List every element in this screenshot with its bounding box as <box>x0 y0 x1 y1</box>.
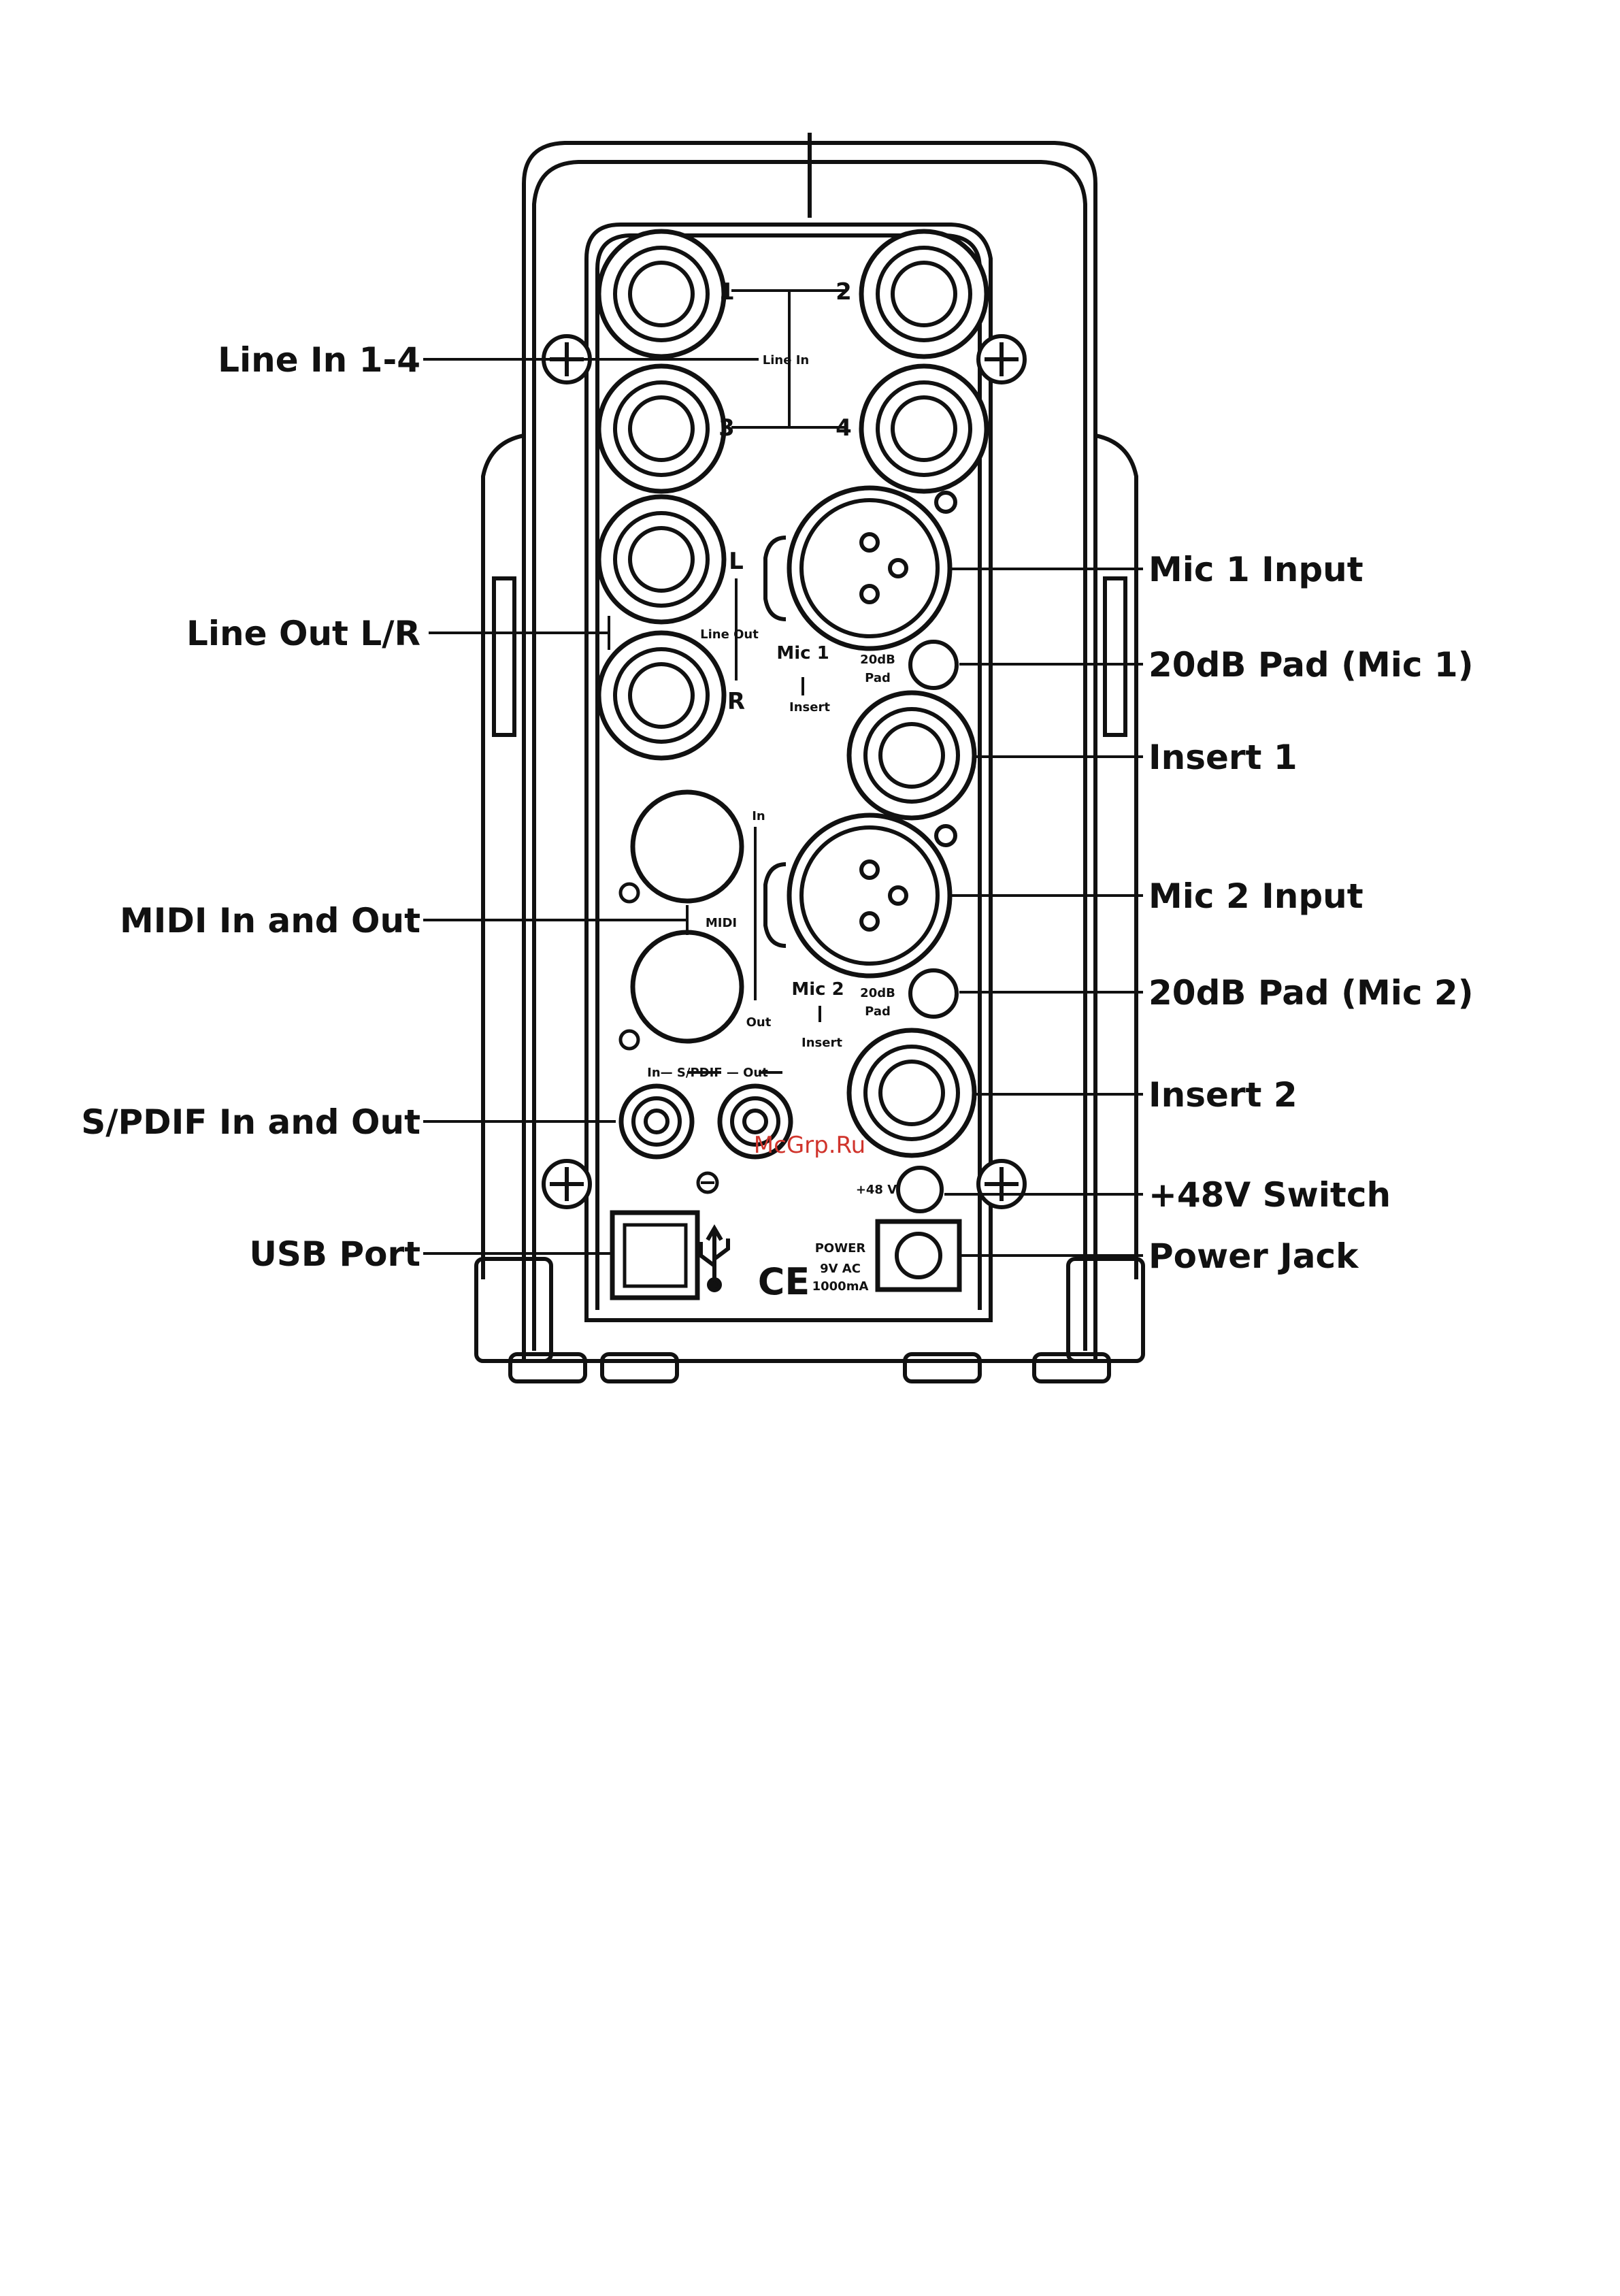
line-out-left-label: L <box>729 548 744 575</box>
callouts-right: Mic 1 Input 20dB Pad (Mic 1) Insert 1 Mi… <box>1148 550 1474 1276</box>
insert-a-label: Insert <box>789 700 830 715</box>
callout-line-out: Line Out L/R <box>186 614 420 653</box>
midi-in-connector <box>618 789 744 904</box>
pad-b-label-2: Pad <box>865 1004 891 1019</box>
quarter-inch-jacks <box>596 229 989 1158</box>
power-voltage-label: 9V AC <box>820 1262 861 1276</box>
power-jack <box>875 1219 962 1292</box>
panel-brackets <box>687 289 845 1074</box>
watermark: McGrp.Ru <box>754 1132 865 1159</box>
jack-4-label: 4 <box>836 414 852 442</box>
callout-phantom: +48V Switch <box>1148 1175 1391 1215</box>
midi-connectors <box>618 789 744 1051</box>
mic-2-label: Mic 2 <box>791 979 844 1000</box>
panel-labels: 1 2 3 4 Line In L R Line Out Mic 1 Inser… <box>647 278 897 1303</box>
pad-2-button <box>908 968 959 1019</box>
callout-pad1: 20dB Pad (Mic 1) <box>1148 645 1474 685</box>
jack-1-label: 1 <box>718 278 735 306</box>
line-out-r-jack <box>596 630 727 761</box>
callout-power: Power Jack <box>1148 1236 1359 1276</box>
callout-pad2: 20dB Pad (Mic 2) <box>1148 973 1474 1013</box>
line-in-4-jack <box>859 363 989 494</box>
pad-a-label-1: 20dB <box>860 653 895 667</box>
insert-1-jack <box>846 690 977 821</box>
usb-port <box>610 1210 700 1300</box>
callout-mic2: Mic 2 Input <box>1148 876 1363 916</box>
jack-2-label: 2 <box>836 278 852 306</box>
screw-icon <box>976 334 1027 384</box>
callout-insert1: Insert 1 <box>1148 738 1297 777</box>
line-in-2-jack <box>859 229 989 359</box>
phantom-label: +48 V <box>856 1183 897 1197</box>
xlr-inputs <box>763 485 957 979</box>
screw-icon <box>542 1159 592 1209</box>
spdif-in-connector <box>618 1083 695 1160</box>
ce-mark: CE <box>758 1260 810 1303</box>
screw-icon <box>976 1159 1027 1209</box>
midi-out-label: Out <box>746 1015 772 1030</box>
line-in-1-jack <box>596 229 727 359</box>
spdif-label: In— S/PDIF — Out <box>647 1066 768 1080</box>
callout-mic1: Mic 1 Input <box>1148 550 1363 589</box>
callout-usb: USB Port <box>249 1234 420 1274</box>
pad-1-button <box>908 640 959 690</box>
power-current-label: 1000mA <box>812 1279 869 1294</box>
switch-buttons <box>896 640 959 1213</box>
spdif-connectors <box>618 1083 793 1194</box>
callout-midi: MIDI In and Out <box>120 901 420 940</box>
pad-b-label-1: 20dB <box>860 986 895 1000</box>
mic-1-label: Mic 1 <box>776 643 829 663</box>
line-out-right-label: R <box>727 688 745 715</box>
callout-line-in: Line In 1-4 <box>218 340 420 380</box>
mic-1-xlr <box>763 485 957 651</box>
phantom-power-button <box>896 1166 944 1213</box>
line-out-l-jack <box>596 494 727 625</box>
line-in-label: Line In <box>763 353 809 367</box>
power-label: POWER <box>815 1241 866 1256</box>
jack-3-label: 3 <box>718 414 735 442</box>
callout-insert2: Insert 2 <box>1148 1075 1297 1115</box>
line-in-3-jack <box>596 363 727 494</box>
insert-2-jack <box>846 1028 977 1158</box>
mic-2-xlr <box>763 813 957 979</box>
midi-label: MIDI <box>706 916 737 930</box>
insert-b-label: Insert <box>801 1036 842 1050</box>
spdif-out-connector <box>717 1083 793 1160</box>
line-out-label: Line Out <box>700 627 759 642</box>
pad-a-label-2: Pad <box>865 671 891 685</box>
midi-in-label: In <box>752 809 765 823</box>
callout-spdif: S/PDIF In and Out <box>81 1102 420 1142</box>
usb-icon <box>699 1224 730 1292</box>
leader-lines <box>423 358 1143 1257</box>
callouts-left: Line In 1-4 Line Out L/R MIDI In and Out… <box>81 340 420 1274</box>
